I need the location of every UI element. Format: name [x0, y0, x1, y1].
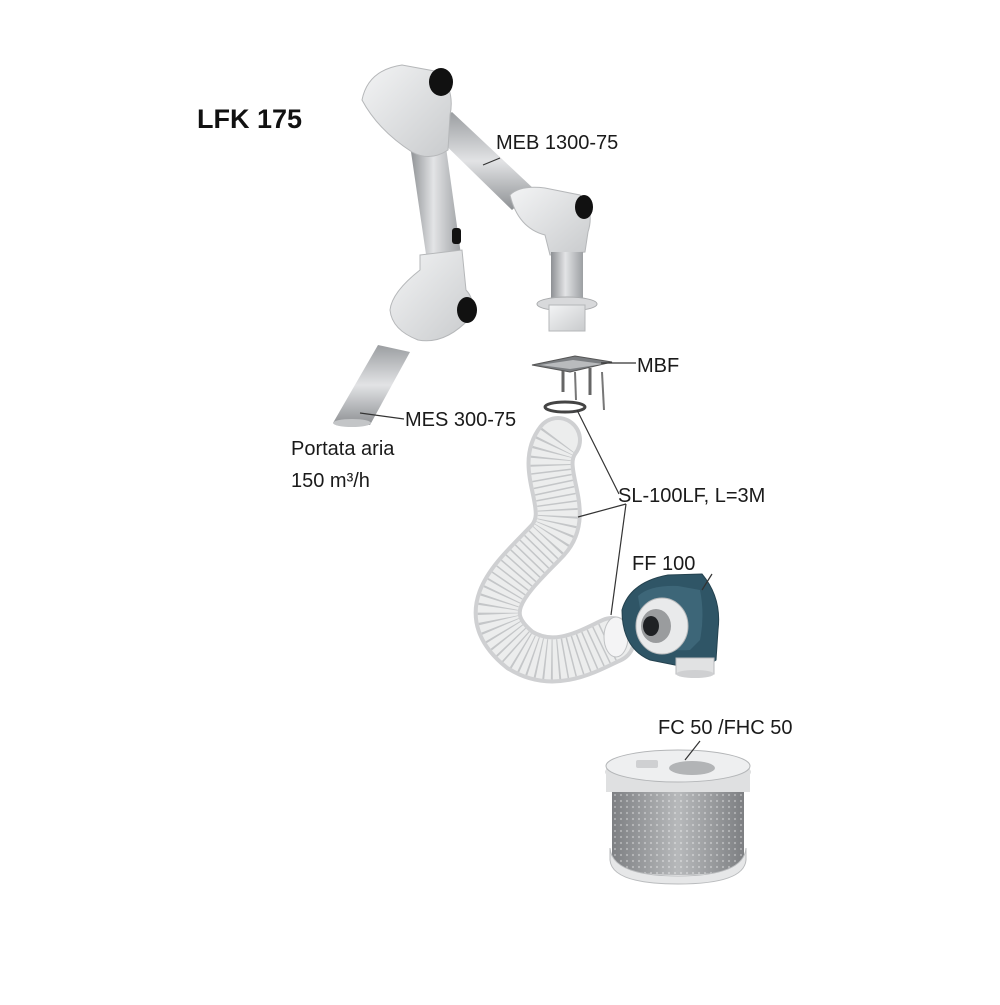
- arm-right-joint: [509, 186, 591, 256]
- arm-left-tube: [410, 140, 462, 268]
- label-airflow-line2: 150 m³/h: [291, 470, 370, 492]
- leader-arm: [482, 157, 501, 166]
- extraction-arm: [333, 64, 598, 427]
- bracket-ring: [543, 400, 587, 414]
- bracket-rod: [601, 371, 605, 411]
- label-bracket: MBF: [637, 355, 680, 377]
- arm-upper-tube: [428, 112, 535, 210]
- filter-latch: [636, 760, 658, 768]
- nozzle-mouth: [333, 419, 371, 427]
- joint-knob-top: [429, 68, 453, 96]
- leader-filter: [684, 740, 701, 761]
- arm-flange-body: [548, 304, 586, 332]
- filter-mesh: [612, 790, 744, 875]
- fan-outlet-rim: [676, 670, 714, 678]
- mounting-bracket: [531, 355, 613, 414]
- filter-base: [609, 847, 747, 885]
- joint-clip: [452, 228, 461, 244]
- arm-middle-joint: [389, 249, 473, 342]
- arm-top-joint: [361, 64, 452, 157]
- label-airflow-line1: Portata aria: [291, 438, 395, 460]
- leader-fan: [701, 573, 713, 591]
- filter-outlet-hole: [669, 761, 715, 775]
- arm-drop-tube: [551, 252, 583, 304]
- leader-hose-top: [576, 409, 620, 495]
- joint-knob-right: [575, 195, 593, 219]
- label-fan: FF 100: [632, 553, 696, 575]
- label-hose: SL-100LF, L=3M: [618, 485, 766, 507]
- leader-hose-end: [610, 503, 627, 616]
- page-title: LFK 175: [197, 104, 303, 134]
- label-arm: MEB 1300-75: [496, 132, 619, 154]
- filter-cartridge: [605, 749, 751, 885]
- label-filter: FC 50 /FHC 50: [658, 717, 793, 739]
- leader-lines: [359, 157, 713, 761]
- leader-hose-mid: [577, 503, 627, 518]
- fan-motor: [643, 616, 659, 636]
- bracket-plate-top: [540, 360, 603, 369]
- leader-nozzle: [359, 412, 405, 420]
- joint-knob-middle: [457, 297, 477, 323]
- nozzle-tube: [333, 345, 410, 425]
- fan-unit: [621, 573, 720, 678]
- label-nozzle: MES 300-75: [405, 409, 517, 431]
- hose-ribs: [477, 427, 621, 680]
- flexible-hose: [473, 416, 636, 684]
- bracket-rod-2: [574, 371, 577, 401]
